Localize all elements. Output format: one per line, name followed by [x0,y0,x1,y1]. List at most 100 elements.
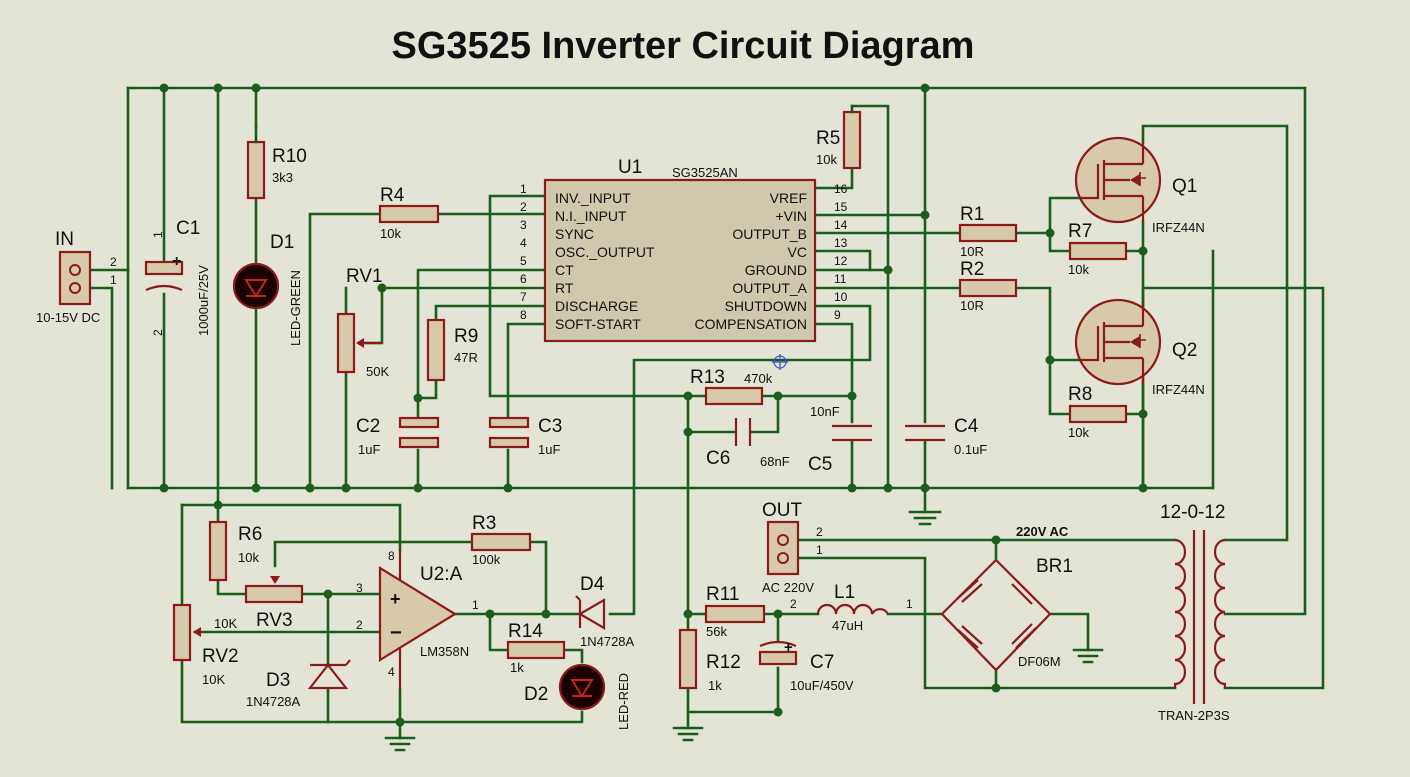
out-ref: OUT [762,500,803,521]
out-pin2: 2 [816,525,823,539]
out-value: AC 220V [762,580,814,595]
r7-value: 10k [1068,262,1089,277]
u1-pin-label: OUTPUT_B [732,226,807,242]
capacitor-c7: + C7 10uF/450V 2 [758,597,854,693]
potentiometer-rv3: 10K RV3 [214,576,304,631]
opamp-u2: + − U2:A LM358N 3 2 1 8 4 [356,549,479,752]
d1-value: LED-GREEN [288,270,303,346]
u1-pin-label: +VIN [775,208,807,224]
r9-ref: R9 [454,326,478,347]
r14-ref: R14 [508,621,543,642]
r11-ref: R11 [706,584,739,605]
resistor-r10: R10 3k3 [246,124,307,200]
u1-pin-label: GROUND [745,262,807,278]
l1-value: 47uH [832,618,863,633]
u1-pin-num: 3 [520,218,527,232]
br1-ref: BR1 [1036,556,1073,577]
c1-pin1: 1 [151,231,165,238]
q1-value: IRFZ44N [1152,220,1205,235]
r6-ref: R6 [238,524,262,545]
u1-pin-num: 13 [834,236,848,250]
u1-pin-label: COMPENSATION [694,316,807,332]
capacitor-c4: C4 0.1uF [905,416,987,526]
u2-pin2: 2 [356,618,363,632]
r2-ref: R2 [960,259,984,280]
u1-pin-label: SHUTDOWN [725,298,807,314]
r12-ref: R12 [706,652,741,673]
wires [88,86,1325,740]
u1-pin-label: RT [555,280,574,296]
u1-pin-num: 16 [834,182,848,196]
rv1-ref: RV1 [346,266,383,287]
potentiometer-rv1: RV1 50K [336,266,389,379]
r4-value: 10k [380,226,401,241]
u1-pin-num: 8 [520,308,527,322]
probe-marker [772,354,788,370]
u2-value: LM358N [420,644,469,659]
rv2-value: 10K [202,672,225,687]
u1-pin-label: N.I._INPUT [555,208,627,224]
c7-value: 10uF/450V [790,678,854,693]
u1-pin-num: 12 [834,254,848,268]
in-connector: IN 10-15V DC 2 1 [36,229,117,325]
u1-pin-num: 5 [520,254,527,268]
u1-pin-label: SYNC [555,226,594,242]
resistor-r12: R12 1k [672,628,741,742]
u2-pin4: 4 [388,665,395,679]
l1-ref: L1 [834,582,855,603]
u1-pin-label: OUTPUT_A [732,280,807,296]
u1-pin-num: 4 [520,236,527,250]
resistor-r2: R2 10R [958,259,1018,313]
c7-ref: C7 [810,652,834,673]
mosfet-q2: Q2 IRFZ44N [1074,298,1205,397]
c4-ref: C4 [954,416,979,437]
resistor-r4: R4 10k [378,185,440,241]
r11-value: 56k [706,624,727,639]
d4-value: 1N4728A [580,634,635,649]
rv2-ref: RV2 [202,646,239,667]
c1-pin2: 2 [151,329,165,336]
diagram-title: SG3525 Inverter Circuit Diagram [392,25,975,67]
q2-value: IRFZ44N [1152,382,1205,397]
c4-value: 0.1uF [954,442,987,457]
junctions [159,83,1148,727]
q1-ref: Q1 [1172,176,1197,197]
u2-pin1: 1 [472,598,479,612]
led-d1: D1 LED-GREEN [232,232,303,346]
c5-value: 10nF [810,404,840,419]
u1-pin-label: CT [555,262,574,278]
c6-value: 68nF [760,454,790,469]
capacitor-c5: 10nF C5 [808,404,872,475]
zener-d4: D4 1N4728A [575,574,635,649]
c3-value: 1uF [538,442,560,457]
u2-pin8: 8 [388,549,395,563]
resistor-r9: R9 47R [426,318,478,382]
c1-value: 1000uF/25V [196,265,211,336]
r13-ref: R13 [690,367,725,388]
c7-pin2: 2 [790,597,797,611]
u1-pin-num: 7 [520,290,527,304]
resistor-r5: R5 10k [816,104,862,170]
r2-value: 10R [960,298,984,313]
rv3-value: 10K [214,616,237,631]
u1-pin-num: 10 [834,290,848,304]
u1-pin-label: OSC._OUTPUT [555,244,655,260]
resistor-r1: R1 10R [958,204,1018,259]
svg-text:+: + [390,589,401,609]
br1-value: DF06M [1018,654,1061,669]
u1-pin-num: 9 [834,308,841,322]
out-pin1: 1 [816,543,823,557]
u1-pin-num: 14 [834,218,848,232]
d2-ref: D2 [524,684,548,705]
r10-value: 3k3 [272,170,293,185]
q2-ref: Q2 [1172,340,1197,361]
r4-ref: R4 [380,185,405,206]
u1-pin-num: 11 [834,272,847,286]
inductor-l1: L1 47uH 1 [816,582,913,633]
potentiometer-rv2: RV2 10K [172,603,239,687]
r5-value: 10k [816,152,837,167]
ic-u1-sg3525: U1 SG3525AN 1 INV._INPUT 2 N.I._INPUT 3 … [520,157,848,343]
in-value: 10-15V DC [36,310,100,325]
u2-ref: U2:A [420,564,463,585]
